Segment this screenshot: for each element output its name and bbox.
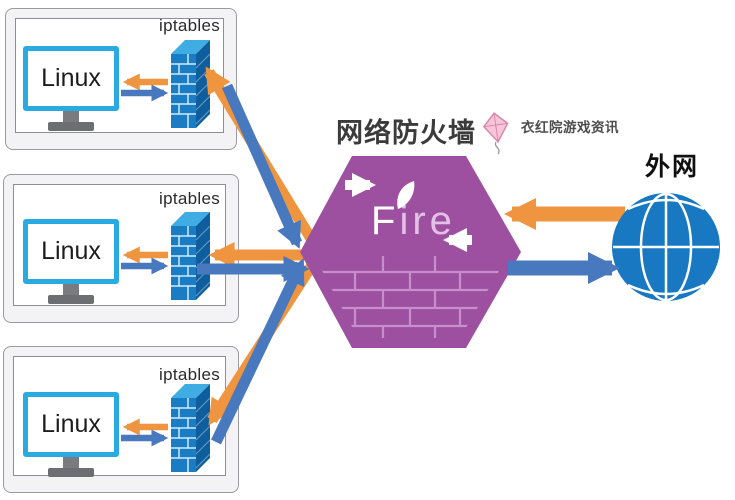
- monitor-stand-neck: [63, 457, 79, 468]
- iptables-label: iptables: [159, 16, 220, 35]
- machine-box-1: iptables Linux: [5, 8, 237, 150]
- brick-wall-icon: [171, 384, 211, 472]
- brick-wall-icon: [171, 40, 211, 128]
- monitor-frame: Linux: [23, 219, 119, 284]
- fire-label-f: F: [371, 199, 400, 243]
- monitor-stand-base: [48, 295, 94, 304]
- iptables-label: iptables: [159, 365, 220, 384]
- linux-label: Linux: [41, 410, 101, 438]
- firewall-hexagon: [300, 156, 521, 348]
- monitor-stand-neck: [63, 111, 79, 122]
- monitor-icon: Linux: [23, 392, 119, 478]
- monitor-icon: Linux: [23, 46, 119, 132]
- watermark-label: 衣红院游戏资讯: [521, 120, 619, 135]
- outbound-arrow-top: [221, 83, 303, 249]
- monitor-screen: Linux: [28, 397, 114, 452]
- internet-globe-icon: [612, 192, 720, 302]
- monitor-stand-base: [48, 468, 94, 477]
- linux-label: Linux: [41, 237, 101, 265]
- external-network-label: 外网: [645, 153, 700, 181]
- monitor-frame: Linux: [23, 46, 119, 111]
- monitor-stand-neck: [63, 284, 79, 295]
- linux-label: Linux: [41, 64, 101, 92]
- fire-label: Fire: [371, 199, 456, 244]
- machine-box-2: iptables Linux: [3, 174, 239, 323]
- fire-label-re: re: [412, 199, 456, 243]
- monitor-screen: Linux: [28, 224, 114, 279]
- kite-icon: [482, 112, 509, 155]
- leaf-icon: [397, 181, 415, 209]
- outbound-arrow-bottom: [211, 258, 306, 445]
- hexagon-brick-pattern: [312, 256, 510, 338]
- diagram-title: 网络防火墙: [336, 118, 476, 148]
- monitor-stand-base: [48, 122, 94, 131]
- iptables-label: iptables: [159, 189, 220, 208]
- brick-wall-icon: [171, 212, 211, 300]
- machine-box-3: iptables Linux: [3, 346, 239, 493]
- fire-label-i: i: [399, 199, 413, 243]
- monitor-icon: Linux: [23, 219, 119, 305]
- monitor-frame: Linux: [23, 392, 119, 457]
- monitor-screen: Linux: [28, 51, 114, 106]
